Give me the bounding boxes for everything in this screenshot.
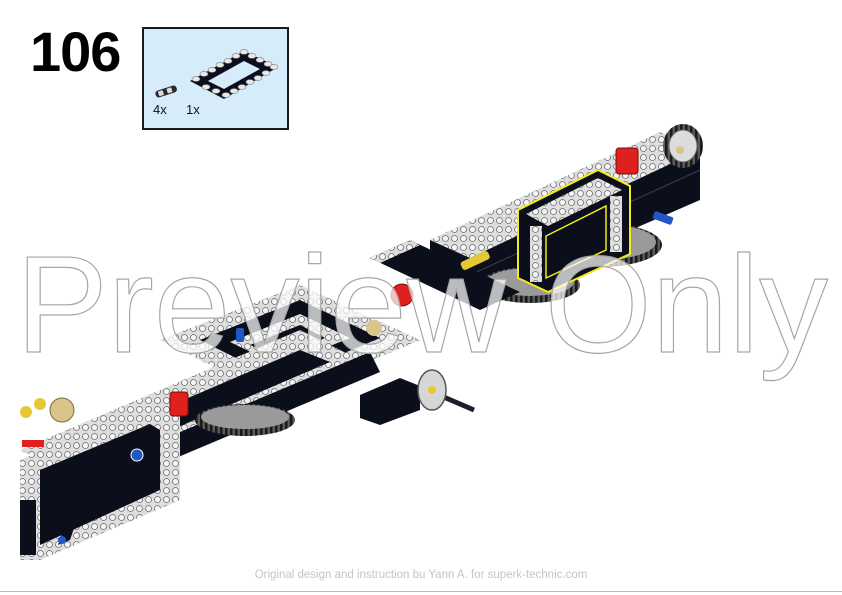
- tan-gear-left: [49, 397, 75, 423]
- yellow-axle: [460, 251, 490, 270]
- blue-pin-center-1: [236, 328, 244, 342]
- footer-credit: Original design and instruction bu Yann …: [254, 569, 588, 581]
- red-connector-top: [615, 147, 639, 175]
- gear-top-right: [663, 124, 703, 168]
- parts-list-callout: 4x 1x: [142, 27, 289, 130]
- yellow-bush-left-1: [34, 398, 46, 410]
- pin-connector-icon: [155, 85, 177, 98]
- part-qty-frame: 1x: [186, 102, 200, 117]
- hub-with-axle: [417, 369, 475, 413]
- open-frame-icon: [190, 49, 279, 99]
- red-gear-center: [390, 283, 414, 307]
- highlighted-open-frame: [517, 168, 631, 294]
- blue-pin-lower: [58, 536, 66, 544]
- tan-gear-center: [366, 320, 382, 336]
- red-connector-left: [169, 391, 189, 417]
- step-number: 106: [30, 20, 121, 83]
- yellow-bush-left-2: [20, 406, 32, 418]
- red-part-left: [22, 440, 44, 447]
- frame-lower-left: [20, 400, 180, 560]
- footer-divider: [0, 591, 842, 592]
- part-qty-pin: 4x: [153, 102, 167, 117]
- blue-pin-right: [652, 211, 674, 225]
- cross-beam-middle: [370, 240, 520, 310]
- blue-pin-cross: [130, 448, 144, 462]
